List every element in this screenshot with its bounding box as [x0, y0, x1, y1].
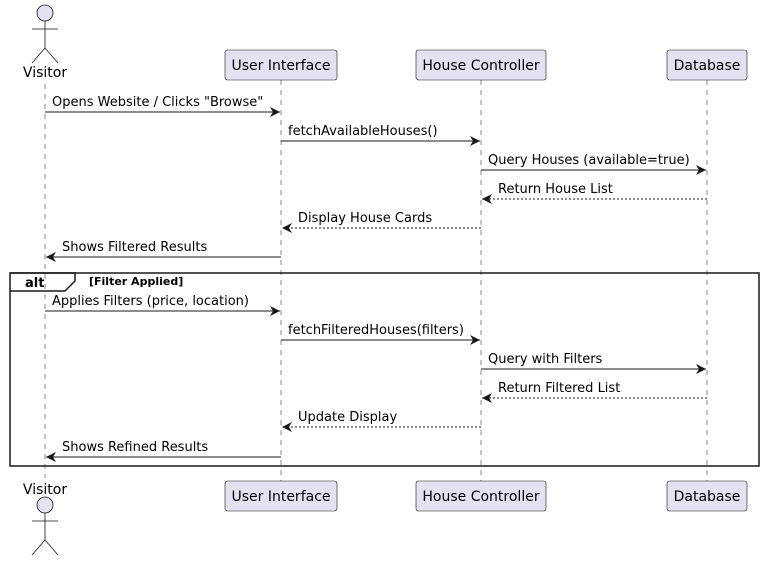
actor-leg-left — [31, 539, 46, 556]
alt-fragment-tab — [10, 272, 76, 292]
participant-label: User Interface — [231, 58, 330, 74]
participant-label: House Controller — [422, 58, 539, 74]
participant-label: User Interface — [231, 489, 330, 505]
actor-leg-right — [44, 47, 59, 64]
message-2: fetchAvailableHouses() — [281, 124, 480, 146]
actor-head — [36, 496, 54, 514]
message-label: Update Display — [298, 410, 397, 425]
message-9: Query with Filters — [481, 352, 706, 374]
participant-ui-top: User Interface — [224, 49, 338, 81]
participant-label: Database — [674, 58, 741, 74]
message-10: Return Filtered List — [482, 381, 707, 403]
message-label: Query with Filters — [488, 352, 603, 367]
message-4: Return House List — [482, 182, 707, 204]
actor-visitor-bottom: Visitor — [23, 482, 67, 556]
participant-box — [415, 480, 547, 512]
alt-fragment-keyword: alt — [25, 276, 44, 291]
actor-visitor-top: Visitor — [23, 4, 67, 81]
participant-ui-bottom: User Interface — [224, 480, 338, 512]
message-7: Applies Filters (price, location) — [45, 294, 280, 316]
participant-hc-top: House Controller — [415, 49, 547, 81]
message-label: fetchAvailableHouses() — [288, 124, 438, 139]
message-12: Shows Refined Results — [46, 440, 281, 462]
message-8: fetchFilteredHouses(filters) — [281, 323, 480, 345]
message-label: Shows Filtered Results — [62, 240, 207, 255]
message-5: Display House Cards — [282, 211, 481, 233]
message-3: Query Houses (available=true) — [481, 153, 706, 175]
participant-box — [666, 480, 748, 512]
message-1: Opens Website / Clicks "Browse" — [45, 95, 280, 117]
message-label: Opens Website / Clicks "Browse" — [52, 95, 263, 110]
alt-fragment — [9, 272, 760, 467]
message-6: Shows Filtered Results — [46, 240, 281, 262]
actor-leg-left — [31, 47, 46, 64]
participant-hc-bottom: House Controller — [415, 480, 547, 512]
message-label: Display House Cards — [298, 211, 432, 226]
actor-leg-right — [44, 539, 59, 556]
participant-box — [224, 480, 338, 512]
actor-head — [36, 4, 54, 22]
actor-label: Visitor — [23, 65, 67, 81]
message-label: Shows Refined Results — [62, 440, 208, 455]
actor-label: Visitor — [23, 482, 67, 498]
participant-db-bottom: Database — [666, 480, 748, 512]
participant-db-top: Database — [666, 49, 748, 81]
message-label: Return Filtered List — [498, 381, 620, 396]
message-11: Update Display — [282, 410, 481, 432]
message-label: Query Houses (available=true) — [488, 153, 690, 168]
participant-box — [666, 49, 748, 81]
message-label: Return House List — [498, 182, 613, 197]
participant-label: House Controller — [422, 489, 539, 505]
alt-fragment-condition: [Filter Applied] — [89, 275, 183, 288]
participant-label: Database — [674, 489, 741, 505]
message-label: Applies Filters (price, location) — [52, 294, 249, 309]
participant-box — [415, 49, 547, 81]
participant-box — [224, 49, 338, 81]
message-label: fetchFilteredHouses(filters) — [288, 323, 464, 338]
